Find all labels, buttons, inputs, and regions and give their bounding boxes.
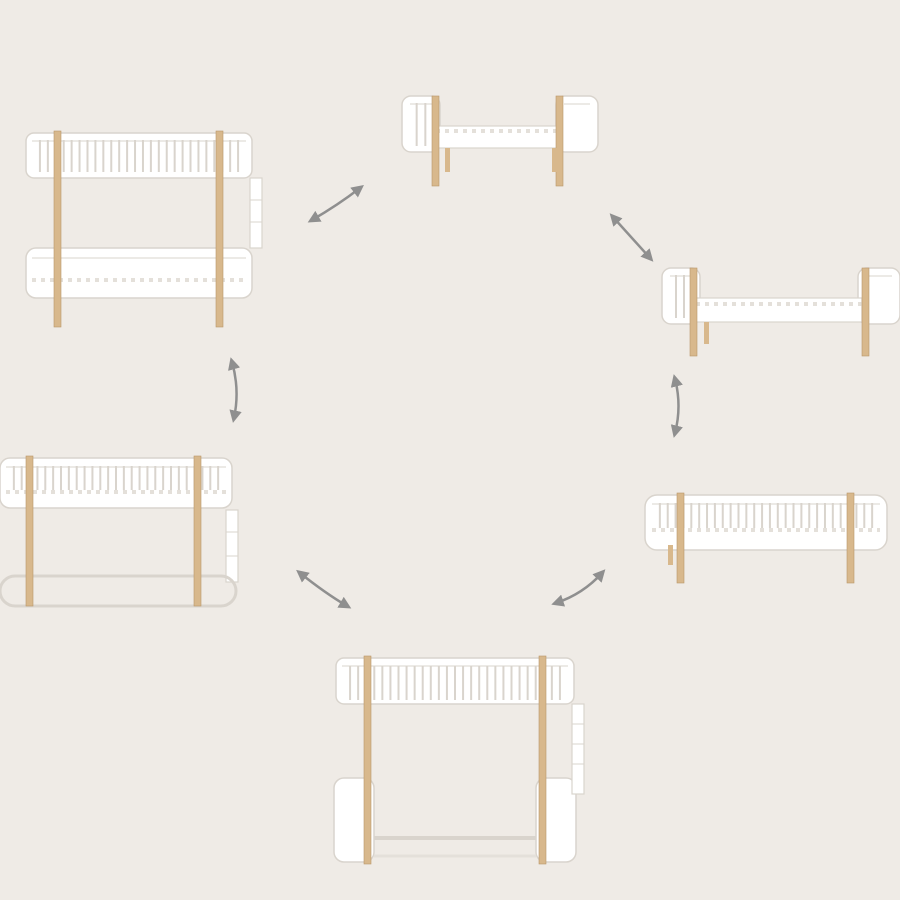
junior-bed-icon	[401, 95, 599, 187]
bunk-bed-icon	[25, 130, 263, 328]
arrow-single-daybed	[670, 374, 683, 438]
arrow-highloft-lowloft	[296, 569, 352, 609]
arrow-junior-single	[609, 213, 654, 262]
high-loft-bed-icon	[333, 655, 585, 865]
arrow-daybed-highloft	[551, 569, 606, 607]
single-bed-icon	[661, 267, 900, 357]
arrow-bunk-junior	[307, 184, 364, 223]
arrow-lowloft-bunk	[228, 357, 242, 423]
daybed-icon	[644, 492, 888, 584]
low-loft-bed-icon	[0, 455, 239, 608]
